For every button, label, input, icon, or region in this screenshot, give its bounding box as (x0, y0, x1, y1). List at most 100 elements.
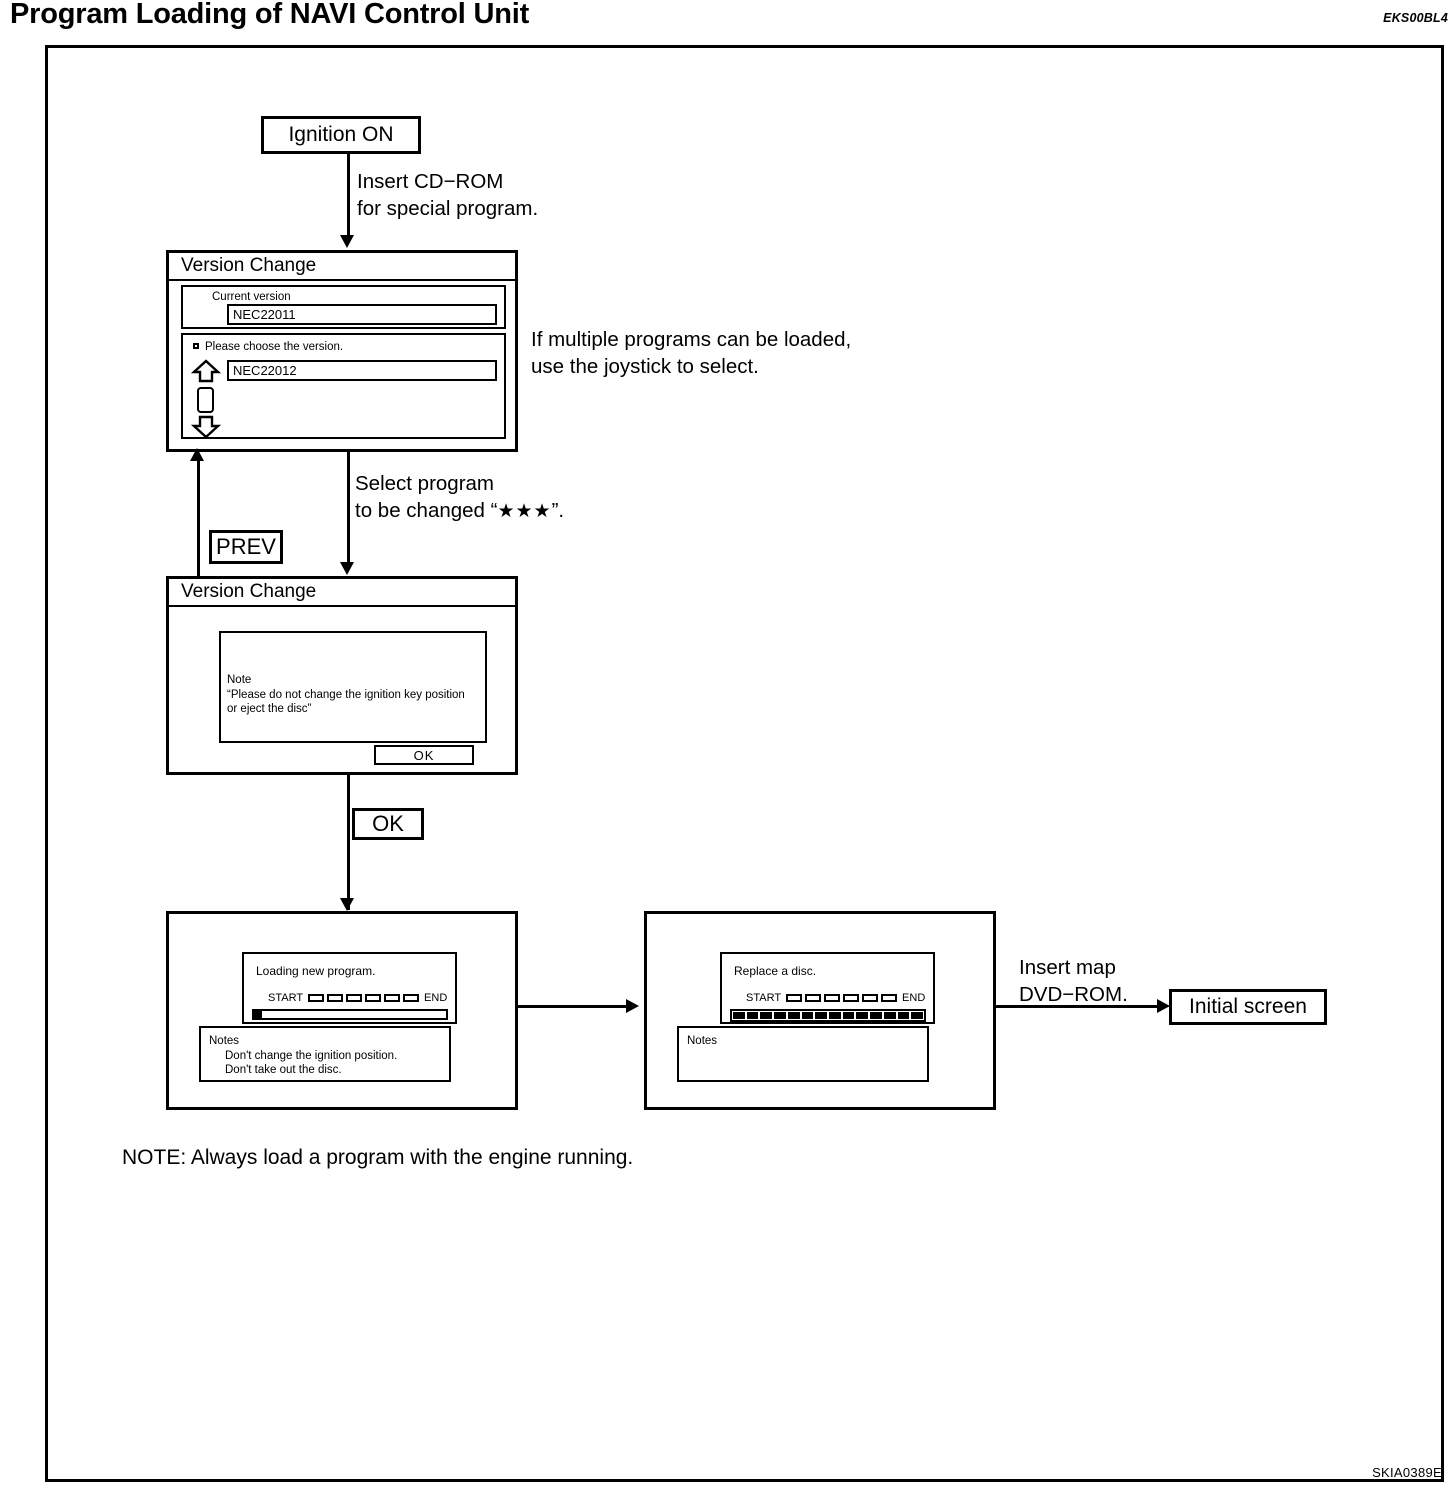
current-version-label: Current version (212, 291, 291, 303)
prev-button-label: PREV (216, 534, 276, 559)
annotation-insert-map-line1: Insert map (1019, 956, 1116, 979)
loading-end-label: END (424, 992, 448, 1004)
current-version-value: NEC22011 (227, 304, 497, 325)
loading-message-panel: Loading new program. START END (242, 952, 457, 1024)
loading-notes-label: Notes (209, 1035, 240, 1047)
note-ok-button-label: OK (413, 747, 435, 763)
connector-replace-to-initial (996, 1005, 1159, 1008)
replace-message: Replace a disc. (734, 964, 817, 978)
progress-segment (824, 994, 841, 1002)
screen-loading-program: Loading new program. START END Notes D (166, 911, 518, 1110)
progress-cell (911, 1012, 924, 1019)
arrowhead-replace-to-initial (1157, 999, 1170, 1013)
node-initial-screen-label: Initial screen (1189, 995, 1307, 1018)
arrowhead-version2-to-loading (340, 898, 354, 911)
select-program-suffix: ”. (551, 499, 565, 523)
progress-segment (365, 994, 382, 1002)
progress-cell (897, 1012, 910, 1019)
annotation-select-program-line2: to be changed “★★★”. (355, 497, 564, 524)
loading-progress-fill (254, 1011, 262, 1018)
progress-segment (843, 994, 860, 1002)
prev-button[interactable]: PREV (209, 530, 283, 564)
arrowhead-loading-to-replace (626, 999, 639, 1013)
note-text-block: Note “Please do not change the ignition … (227, 673, 485, 717)
replace-progress-legend: START END (746, 992, 925, 1004)
screen2-title: Version Change (169, 579, 515, 607)
choose-version-label: Please choose the version. (205, 341, 344, 353)
annotation-insert-cdrom: Insert CD−ROM for special program. (357, 168, 538, 222)
choose-version-group: Please choose the version. NEC22012 (181, 333, 506, 439)
bullet-square-icon (193, 342, 199, 349)
version-scrollbar[interactable] (191, 359, 221, 439)
progress-cell (801, 1012, 814, 1019)
diagram-border (45, 45, 1444, 1482)
connector-version2-to-loading (347, 775, 350, 910)
node-initial-screen: Initial screen (1169, 989, 1327, 1025)
annotation-multiple-programs: If multiple programs can be loaded, use … (531, 326, 851, 380)
progress-cell (787, 1012, 800, 1019)
progress-segment (308, 994, 325, 1002)
scrollbar-thumb[interactable] (197, 387, 214, 413)
progress-segment (881, 994, 898, 1002)
screen-replace-disc: Replace a disc. START END Notes (644, 911, 996, 1110)
choose-version-label-row: Please choose the version. (193, 340, 343, 354)
progress-cell (774, 1012, 786, 1019)
annotation-insert-map-dvd: Insert map DVD−ROM. (1019, 954, 1128, 1008)
loading-progress-segments (308, 994, 420, 1002)
note-ok-button[interactable]: OK (374, 745, 474, 765)
progress-segment (862, 994, 879, 1002)
annotation-select-program: Select program to be changed “★★★”. (355, 470, 564, 524)
loading-message: Loading new program. (256, 964, 376, 978)
selectable-version-value[interactable]: NEC22012 (227, 360, 497, 381)
progress-cell (815, 1012, 828, 1019)
page-title: Program Loading of NAVI Control Unit (10, 0, 530, 30)
progress-cell (829, 1012, 841, 1019)
screen-version-change-note: Version Change Note “Please do not chang… (166, 576, 518, 775)
progress-segment (786, 994, 803, 1002)
ok-button[interactable]: OK (352, 808, 424, 840)
loading-progress-legend: START END (268, 992, 447, 1004)
replace-progress-bar (730, 1009, 926, 1022)
arrow-down-icon[interactable] (191, 415, 221, 439)
screen1-title: Version Change (169, 253, 515, 281)
progress-cell (733, 1012, 745, 1019)
progress-cell (746, 1012, 759, 1019)
replace-notes-panel: Notes (677, 1026, 929, 1082)
loading-notes-panel: Notes Don't change the ignition position… (199, 1026, 451, 1082)
progress-cell (856, 1012, 869, 1019)
note-line1: “Please do not change the ignition key p… (227, 688, 465, 701)
progress-segment (805, 994, 822, 1002)
reference-code: EKS00BL4 (1383, 11, 1448, 25)
current-version-group: Current version NEC22011 (181, 285, 506, 329)
replace-progress-segments (786, 994, 898, 1002)
annotation-multiple-programs-line1: If multiple programs can be loaded, (531, 328, 852, 351)
selectable-version-text: NEC22012 (233, 363, 297, 378)
loading-notes-line2: Don't take out the disc. (225, 1064, 342, 1076)
bottom-note: NOTE: Always load a program with the eng… (122, 1146, 634, 1169)
arrow-up-icon[interactable] (191, 359, 221, 383)
select-program-prefix: to be changed “ (355, 499, 498, 523)
progress-segment (346, 994, 363, 1002)
arrowhead-prev-return (190, 448, 204, 461)
note-dialog-panel: Note “Please do not change the ignition … (219, 631, 487, 743)
connector-ignition-to-version1 (347, 154, 350, 237)
annotation-insert-cdrom-line1: Insert CD−ROM (357, 170, 504, 193)
progress-segment (327, 994, 344, 1002)
replace-start-label: START (746, 992, 782, 1004)
arrowhead-ignition-to-version1 (340, 235, 354, 248)
loading-progress-bar (252, 1009, 448, 1020)
progress-cell (883, 1012, 896, 1019)
connector-version1-to-version2 (347, 452, 350, 564)
arrowhead-version1-to-version2 (340, 562, 354, 575)
select-program-stars: ★★★ (497, 501, 552, 523)
replace-message-panel: Replace a disc. START END (720, 952, 935, 1024)
annotation-insert-cdrom-line2: for special program. (357, 197, 539, 221)
figure-code: SKIA0389E (1372, 1465, 1442, 1480)
screen-version-change-select: Version Change Current version NEC22011 … (166, 250, 518, 452)
loading-start-label: START (268, 992, 304, 1004)
replace-end-label: END (902, 992, 926, 1004)
replace-notes-label: Notes (687, 1035, 718, 1047)
current-version-text: NEC22011 (233, 307, 296, 322)
progress-segment (403, 994, 420, 1002)
